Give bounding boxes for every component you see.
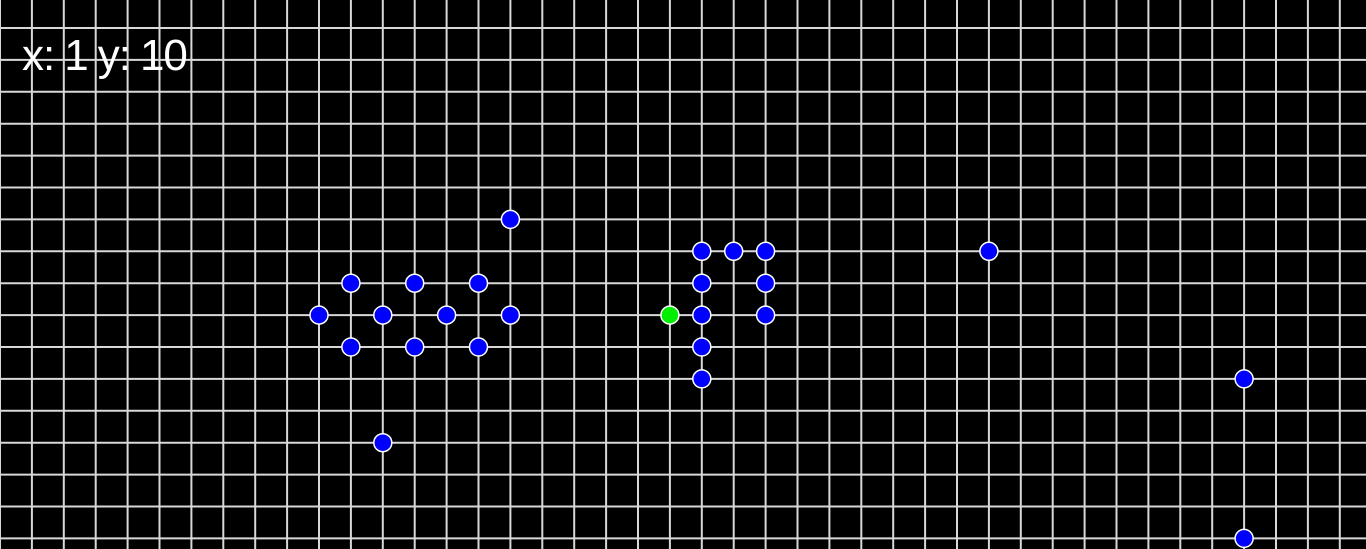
grid-node[interactable] (468, 273, 489, 293)
grid-node[interactable] (692, 273, 712, 293)
grid-node[interactable] (755, 305, 776, 325)
grid-node[interactable] (692, 337, 712, 357)
node-layer (309, 209, 1254, 549)
grid-node[interactable] (468, 337, 489, 357)
grid-node[interactable] (373, 305, 393, 325)
grid-node[interactable] (373, 432, 393, 453)
grid-node[interactable] (341, 273, 361, 293)
grid-node[interactable] (692, 241, 712, 262)
grid-node[interactable] (341, 337, 361, 357)
grid-node[interactable] (309, 305, 329, 325)
y-label: y: (97, 31, 131, 80)
grid-node[interactable] (692, 369, 712, 389)
grid-node[interactable] (755, 241, 776, 262)
grid-node[interactable] (436, 305, 457, 325)
grid-node[interactable] (404, 273, 425, 293)
grid-node[interactable] (1234, 369, 1254, 389)
grid-node[interactable] (979, 241, 999, 262)
grid-node[interactable] (404, 337, 425, 357)
x-value: 1 (64, 31, 89, 80)
grid-node[interactable] (500, 209, 521, 230)
grid-node[interactable] (1234, 528, 1254, 549)
cursor-node[interactable] (660, 305, 680, 325)
x-label: x: (22, 31, 55, 80)
grid-node[interactable] (692, 305, 712, 325)
y-value: 10 (139, 31, 188, 80)
grid-node[interactable] (723, 241, 744, 262)
grid-node[interactable] (755, 273, 776, 293)
grid-node[interactable] (500, 305, 521, 325)
